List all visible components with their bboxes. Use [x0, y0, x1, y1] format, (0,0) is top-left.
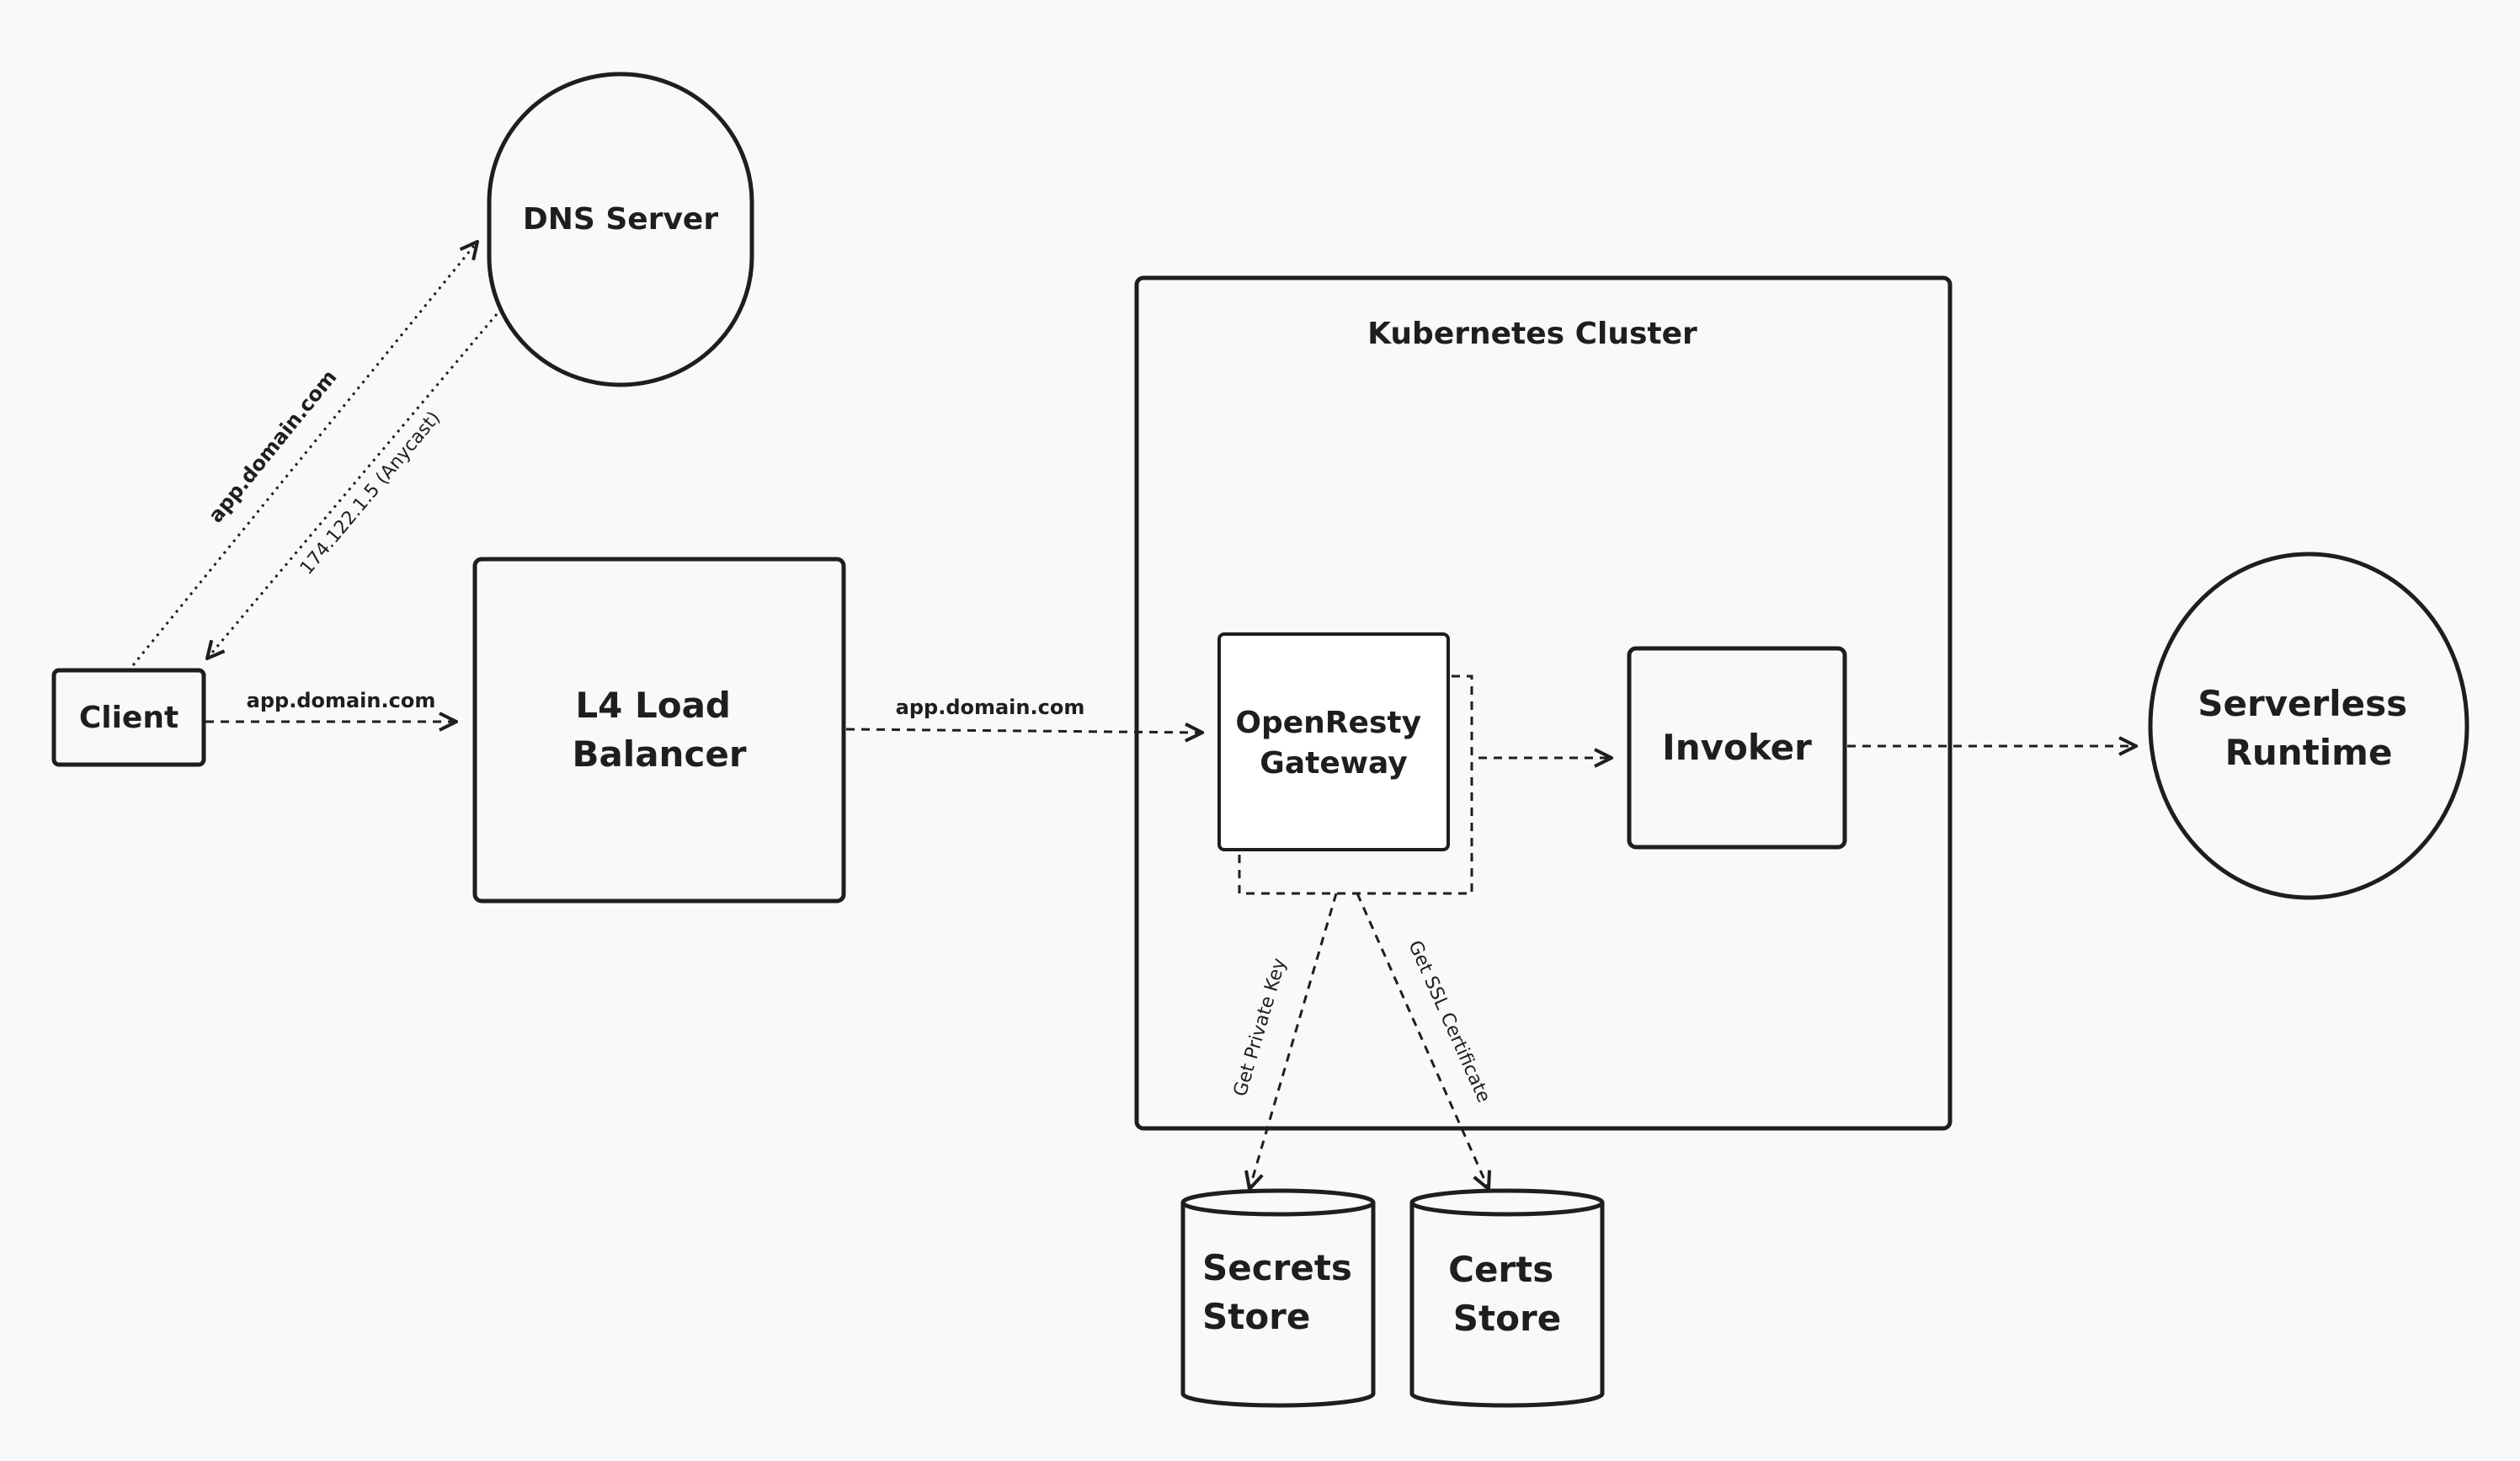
serverless-runtime-label: Serverless Runtime [2198, 683, 2420, 773]
serverless-runtime-node[interactable]: Serverless Runtime [2148, 552, 2469, 900]
edge-dns-to-client-label: 174.122.1.5 (Anycast) [296, 408, 445, 579]
openresty-gateway-label-line-1: OpenResty [1235, 706, 1421, 740]
edge-lb-to-gateway-label: app.domain.com [896, 696, 1085, 719]
certs-store-label: Certs Store [1448, 1249, 1566, 1339]
secrets-store-body [1180, 1202, 1376, 1408]
secrets-store-node[interactable]: Secrets Store [1180, 1188, 1376, 1408]
client-shape [51, 668, 206, 767]
edge-gateway-to-certs[interactable]: Get SSL Certificate [1356, 893, 1494, 1189]
edge-client-to-dns-label: app.domain.com [204, 365, 341, 527]
edge-lb-to-gateway[interactable]: app.domain.com [845, 696, 1202, 733]
l4-load-balancer-label-line-1: L4 Load [575, 685, 731, 726]
client-label: Client [79, 701, 178, 735]
kubernetes-cluster-label: Kubernetes Cluster [1367, 317, 1697, 351]
serverless-runtime-label-line-1: Serverless [2198, 683, 2407, 724]
client-node[interactable]: Client [51, 668, 206, 767]
edge-client-to-dns-line [131, 242, 477, 666]
secrets-store-label-line-2: Store [1202, 1296, 1310, 1337]
secrets-store-top [1180, 1188, 1376, 1217]
dns-server-shape [487, 72, 754, 387]
certs-store-top [1409, 1188, 1605, 1217]
serverless-runtime-shape [2148, 552, 2469, 900]
dns-server-label: DNS Server [523, 202, 718, 237]
edge-gateway-to-certs-label: Get SSL Certificate [1404, 937, 1494, 1106]
l4-load-balancer-label: L4 Load Balancer [572, 685, 746, 775]
edge-gateway-to-secrets[interactable]: Get Private Key [1230, 893, 1338, 1189]
secrets-store-label-line-1: Secrets [1202, 1247, 1352, 1288]
l4-load-balancer-node[interactable]: L4 Load Balancer [472, 557, 846, 904]
kubernetes-cluster-group[interactable]: Kubernetes Cluster [1134, 275, 1953, 1131]
invoker-shape [1627, 646, 1847, 850]
openresty-gateway-node[interactable]: OpenResty Gateway [1217, 632, 1473, 895]
secrets-store-label: Secrets Store [1202, 1247, 1365, 1337]
openresty-gateway-shape [1217, 632, 1450, 851]
certs-store-label-line-1: Certs [1448, 1249, 1553, 1290]
l4-load-balancer-label-line-2: Balancer [572, 733, 746, 775]
edge-client-to-lb[interactable]: app.domain.com [205, 689, 456, 722]
edge-client-to-lb-label: app.domain.com [247, 689, 436, 712]
edge-lb-to-gateway-line [845, 729, 1202, 733]
certs-store-node[interactable]: Certs Store [1409, 1188, 1605, 1408]
invoker-node[interactable]: Invoker [1627, 646, 1847, 850]
openresty-gateway-label-line-2: Gateway [1260, 746, 1407, 781]
edge-client-to-dns[interactable]: app.domain.com [131, 242, 477, 666]
invoker-label: Invoker [1662, 727, 1812, 768]
certs-store-body [1409, 1202, 1605, 1408]
openresty-gateway-label: OpenResty Gateway [1235, 706, 1431, 781]
certs-store-label-line-2: Store [1453, 1298, 1561, 1339]
dns-server-node[interactable]: DNS Server [487, 72, 754, 387]
edge-gateway-to-secrets-line [1249, 893, 1338, 1189]
edge-gateway-to-secrets-label: Get Private Key [1230, 956, 1291, 1099]
kubernetes-cluster-shape [1134, 275, 1953, 1131]
serverless-runtime-label-line-2: Runtime [2225, 732, 2393, 773]
l4-load-balancer-shape [472, 557, 846, 904]
